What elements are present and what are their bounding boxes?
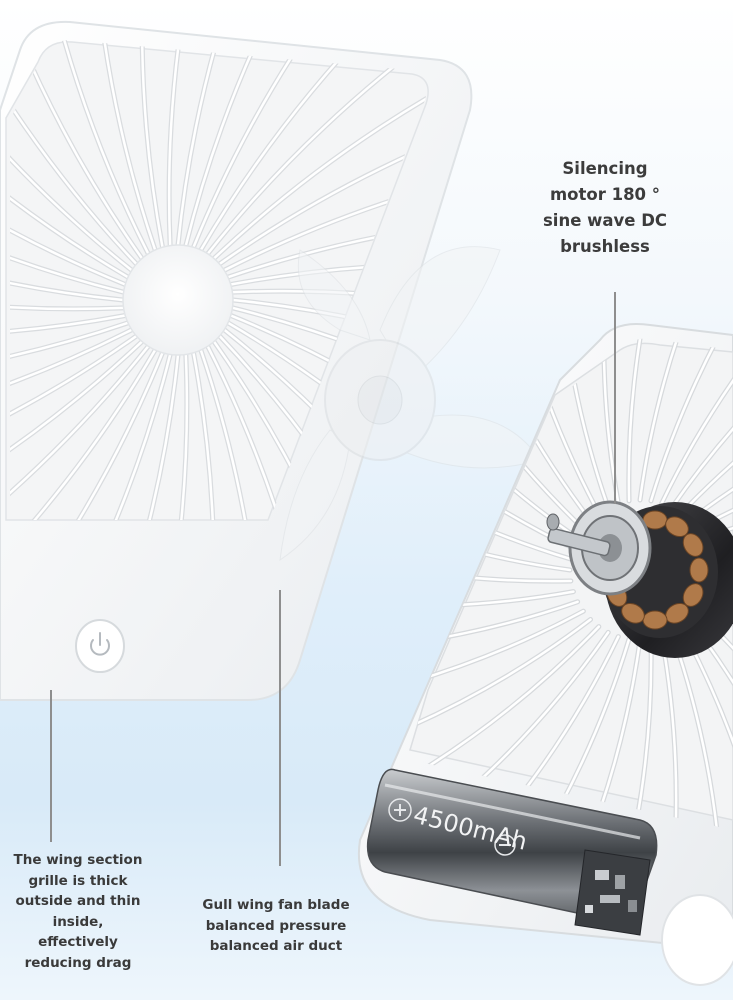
callout-line: outside and thin	[15, 893, 141, 909]
battery-minus-icon	[494, 834, 516, 856]
grille-spoke	[10, 345, 150, 520]
copper-winding	[682, 533, 704, 557]
grille-spoke	[410, 600, 579, 654]
grille-spoke	[688, 391, 733, 522]
grille-spoke	[164, 353, 189, 520]
grille-spoke	[212, 92, 427, 260]
grille-spoke	[184, 40, 284, 247]
grille-spoke	[206, 345, 306, 520]
grille-spoke	[10, 340, 144, 508]
grille-spoke	[649, 338, 733, 503]
grille-spoke	[566, 638, 642, 830]
circuit-board	[574, 849, 651, 936]
power-button[interactable]	[75, 619, 125, 673]
blade-leader-line	[279, 590, 281, 866]
copper-winding	[665, 516, 689, 538]
grille-spoke	[72, 353, 172, 520]
grille-callout: The wing section grille is thick outside…	[8, 850, 148, 973]
motor-callout: Silencing motor 180 ° sine wave DC brush…	[520, 156, 690, 260]
grille-spoke	[517, 637, 631, 830]
grille-spoke	[218, 130, 427, 266]
grille-spoke	[192, 351, 216, 520]
grille-spoke	[695, 437, 733, 531]
callout-line: sine wave DC	[542, 211, 668, 230]
motor-leader-line	[614, 292, 616, 504]
copper-winding	[621, 602, 645, 624]
grille-spoke	[602, 338, 620, 505]
housing-base-boss	[661, 894, 733, 986]
grille-spoke	[660, 338, 733, 505]
grille-spoke	[10, 334, 138, 470]
grille-spoke	[10, 348, 157, 520]
grille-spoke	[10, 314, 127, 338]
grille-spoke	[10, 150, 127, 286]
grille-spoke	[167, 40, 192, 247]
grille-spoke	[10, 321, 130, 383]
grille-spoke	[95, 40, 157, 252]
grille-spoke	[10, 73, 133, 272]
grille-spoke	[10, 286, 125, 311]
grille-spoke	[199, 348, 261, 520]
grille-spoke	[627, 338, 662, 503]
copper-winding	[642, 610, 668, 630]
grille-spoke	[670, 338, 733, 509]
callout-line: effectively	[38, 934, 118, 950]
grille-spoke	[10, 239, 125, 302]
battery-plus-icon	[388, 798, 412, 822]
grille-spoke	[670, 631, 724, 830]
grille-spoke	[660, 635, 678, 830]
front-grille-hub	[122, 244, 234, 356]
grille-spoke	[226, 217, 427, 279]
blade-callout: Gull wing fan blade balanced pressure ba…	[196, 895, 356, 957]
grille-spoke	[410, 609, 585, 703]
grille-spoke	[638, 338, 714, 502]
grille-spoke	[206, 57, 405, 255]
callout-line: brushless	[560, 237, 650, 256]
grille-leader-line	[50, 690, 52, 842]
grille-spoke	[410, 618, 592, 749]
grille-spoke	[10, 194, 125, 294]
gull-wing-fan-blade	[279, 246, 541, 562]
copper-winding	[682, 583, 704, 607]
callout-line: grille is thick	[28, 872, 128, 889]
callout-line: Gull wing fan blade	[202, 897, 350, 913]
callout-line: motor 180 °	[549, 185, 661, 204]
callout-line: balanced pressure	[205, 917, 347, 934]
grille-spoke	[192, 40, 328, 249]
grille-spoke	[10, 41, 138, 266]
callout-line: Silencing	[562, 159, 648, 178]
grille-spoke	[212, 340, 348, 520]
grille-spoke	[28, 351, 164, 520]
grille-spoke	[140, 40, 164, 249]
grille-spoke	[117, 353, 180, 520]
grille-spoke	[618, 637, 653, 830]
callout-line: balanced air duct	[209, 938, 343, 954]
grille-spoke	[679, 350, 733, 515]
grille-spoke	[10, 110, 130, 279]
brushless-motor	[546, 500, 733, 658]
grille-spoke	[176, 40, 239, 247]
callout-line: The wing section	[13, 852, 143, 868]
power-button-icon	[90, 632, 110, 656]
grille-spoke	[10, 328, 133, 428]
grille-spoke	[679, 625, 733, 830]
callout-line: inside,	[52, 913, 104, 930]
callout-line: reducing drag	[24, 954, 132, 971]
grille-spoke	[223, 172, 427, 272]
copper-winding	[689, 557, 709, 583]
grille-spoke	[50, 40, 150, 255]
